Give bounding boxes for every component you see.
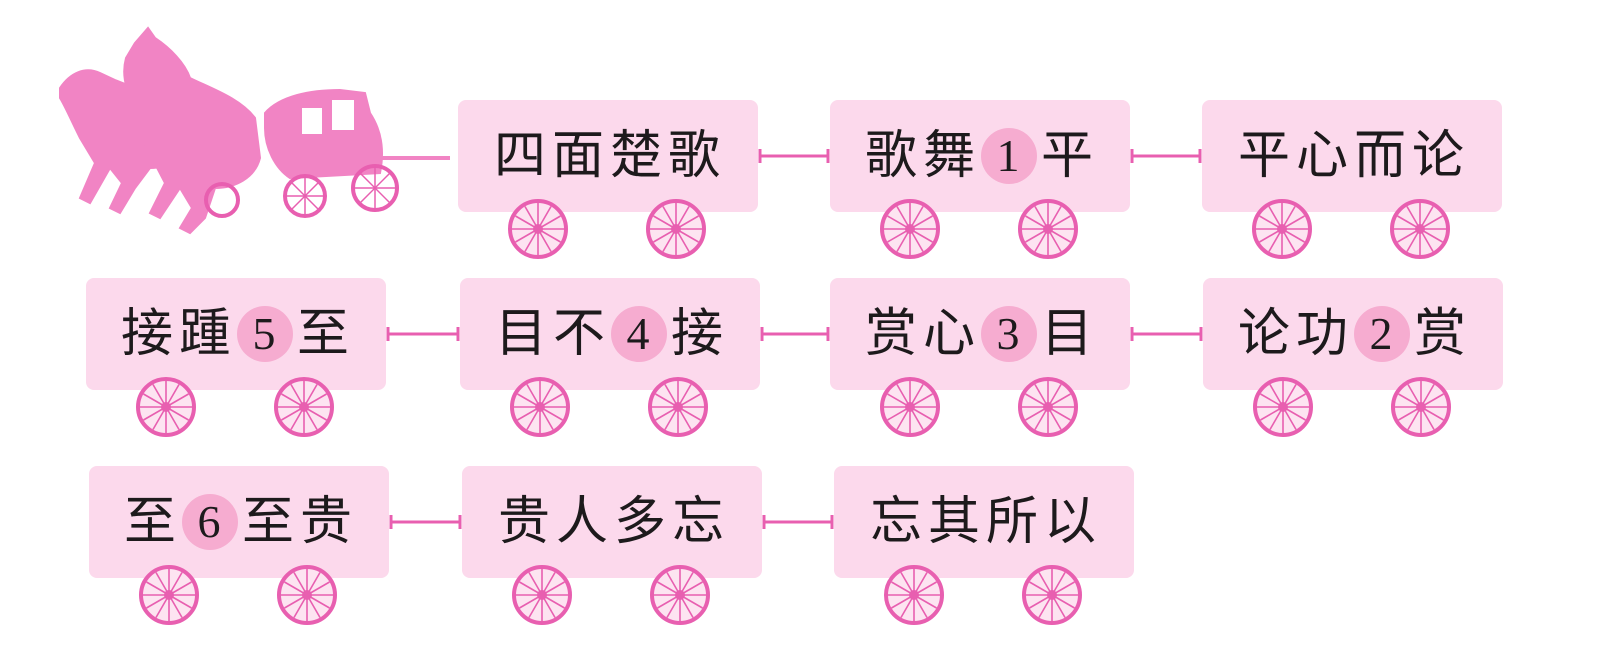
idiom-char: 心 [1295,126,1350,186]
idiom-char: 目 [1040,304,1095,364]
idiom-char: 平 [1040,126,1095,186]
idiom-char: 四 [493,126,548,186]
idiom-char: 楚 [609,126,664,186]
idiom-char: 目 [494,304,549,364]
wheel-icon [1390,199,1450,259]
wheel-icon [274,377,334,437]
blank-number: 6 [182,494,238,550]
idiom-char: 至 [241,492,296,552]
idiom-char: 歌 [864,126,919,186]
wheel-icon [880,377,940,437]
idiom-char: 忘 [671,492,726,552]
blank-number: 5 [237,306,293,362]
blank-number: 3 [981,306,1037,362]
horse-carriage-icon [59,26,450,235]
coupler-link [1130,149,1202,163]
idiom-char: 论 [1237,304,1292,364]
blank-number: 2 [1354,306,1410,362]
wheel-icon [277,565,337,625]
idiom-char: 接 [670,304,725,364]
blank-number: 1 [981,128,1037,184]
coupler-link [760,327,830,341]
wheel-icon [648,377,708,437]
idiom-char: 而 [1353,126,1408,186]
idiom-car: 贵人多忘 [462,466,762,578]
coupler-link [386,327,460,341]
coupler-link [389,515,462,529]
wheel-icon [508,199,568,259]
wheel-icon [1022,565,1082,625]
idiom-char: 心 [922,304,977,364]
idiom-char: 至 [296,304,351,364]
wheel-icon [1018,377,1078,437]
idiom-char: 歌 [667,126,722,186]
idiom-char: 论 [1411,126,1466,186]
wheel-icon [1253,377,1313,437]
wheel-icon [646,199,706,259]
wheel-icon [880,199,940,259]
idiom-char: 其 [927,492,982,552]
idiom-text: 四面楚歌 [458,100,758,212]
wheel-icon [510,377,570,437]
idiom-char: 至 [123,492,178,552]
idiom-char: 不 [552,304,607,364]
idiom-text: 贵人多忘 [462,466,762,578]
idiom-char: 赏 [1413,304,1468,364]
idiom-char: 贵 [299,492,354,552]
idiom-car: 忘其所以 [834,466,1134,578]
idiom-char: 舞 [922,126,977,186]
idiom-char: 功 [1295,304,1350,364]
wheel-icon [139,565,199,625]
wheel-icon [512,565,572,625]
idiom-char: 面 [551,126,606,186]
wheel-icon [884,565,944,625]
coupler-link [758,149,830,163]
idiom-char: 以 [1043,492,1098,552]
idiom-char: 人 [555,492,610,552]
idiom-char: 平 [1237,126,1292,186]
idiom-text: 平心而论 [1202,100,1502,212]
idiom-char: 踵 [178,304,233,364]
wheel-icon [1018,199,1078,259]
wheel-icon [1391,377,1451,437]
idiom-text: 忘其所以 [834,466,1134,578]
coupler-link [1130,327,1203,341]
idiom-char: 贵 [497,492,552,552]
blank-number: 4 [611,306,667,362]
idiom-char: 接 [120,304,175,364]
wheel-icon [136,377,196,437]
wheel-icon [1252,199,1312,259]
idiom-char: 忘 [869,492,924,552]
idiom-char: 所 [985,492,1040,552]
idiom-char: 多 [613,492,668,552]
idiom-car: 四面楚歌 [458,100,758,212]
idiom-char: 赏 [864,304,919,364]
idiom-car: 平心而论 [1202,100,1502,212]
coupler-link [762,515,834,529]
wheel-icon [650,565,710,625]
